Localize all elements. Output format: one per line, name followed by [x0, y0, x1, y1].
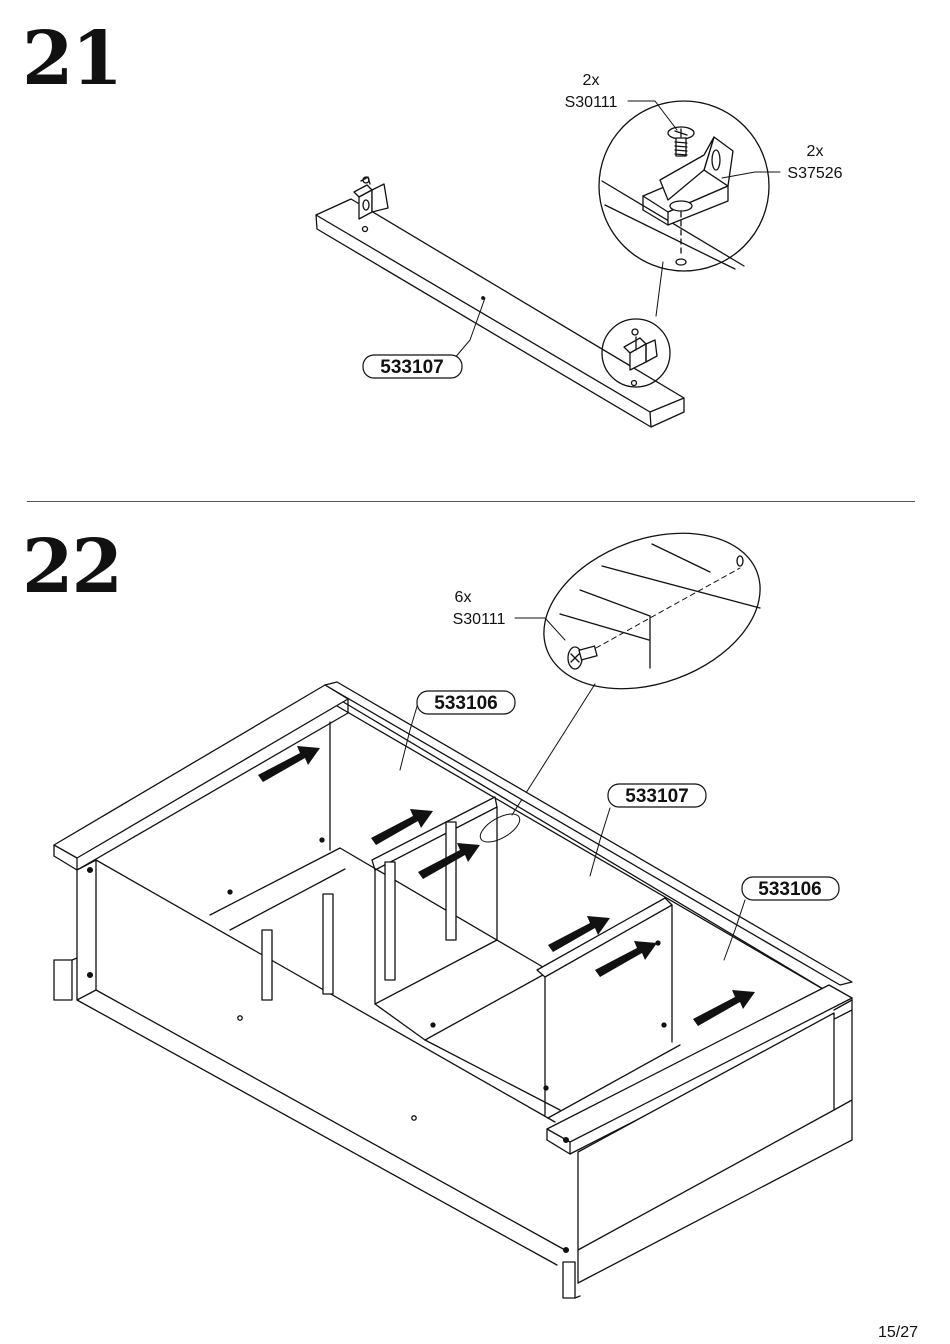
- screw-icon: [667, 126, 695, 157]
- hw-qty-bracket: 2x: [807, 143, 824, 160]
- arrow-icon: [258, 746, 755, 1026]
- hw-code-screw-22: S30111: [453, 611, 506, 628]
- step-number-21: 21: [22, 16, 123, 102]
- hw-code-bracket: S37526: [787, 165, 842, 182]
- step21-detail-small-circle: [601, 318, 671, 388]
- screw-icon: [567, 645, 598, 670]
- corner-bracket-icon: [353, 176, 389, 220]
- step22-detail-ellipse: [543, 532, 761, 690]
- cabinet-body: [53, 681, 853, 1299]
- page-number: 15/27: [877, 1324, 918, 1341]
- step-divider: [27, 501, 915, 502]
- part-label-533107: 533107: [625, 786, 688, 807]
- part-label-533106-back: 533106: [434, 693, 497, 714]
- hw-code-screw: S30111: [565, 94, 618, 111]
- hw-qty-screw: 2x: [583, 72, 600, 89]
- step21-detail-large-circle: [598, 100, 770, 317]
- step-number-22: 22: [22, 524, 123, 610]
- part-label-533106-front: 533106: [758, 879, 821, 900]
- part-label-533107: 533107: [380, 357, 443, 378]
- step21-rail-533107: [315, 198, 685, 428]
- hw-qty-screw-22: 6x: [455, 589, 472, 606]
